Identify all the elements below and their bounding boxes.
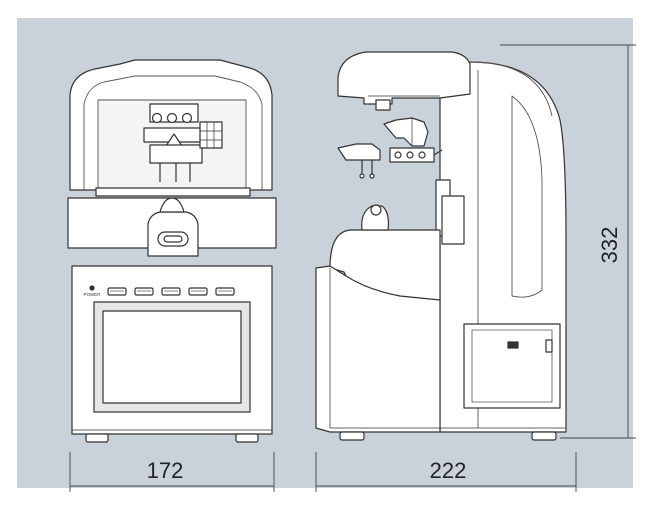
dimension-lines <box>69 44 636 492</box>
front-width-dimension: 172 <box>147 458 184 483</box>
side-depth-dimension: 222 <box>430 458 467 483</box>
height-dimension: 332 <box>597 227 622 264</box>
side-lower-body <box>315 265 441 433</box>
side-view <box>315 51 567 441</box>
control-button-row: POWER <box>83 285 235 297</box>
touch-screen <box>102 310 242 404</box>
lens-holder-mechanism <box>143 103 223 182</box>
front-view: POWER <box>67 59 277 443</box>
power-label: POWER <box>83 292 101 297</box>
side-lens-table <box>337 143 381 161</box>
side-top-arm <box>337 51 471 105</box>
